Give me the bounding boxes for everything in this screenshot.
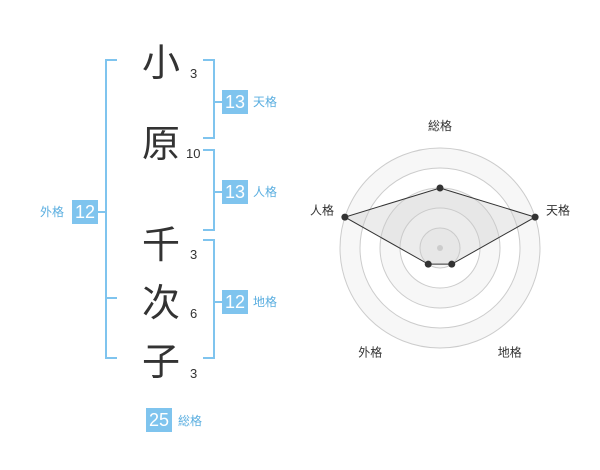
radar-axis-label: 地格: [498, 345, 522, 360]
name-char-1: 小: [142, 41, 181, 85]
stroke-count-5: 3: [190, 366, 198, 381]
tenkaku-label: 天格: [253, 95, 278, 109]
radar-axis-label: 外格: [358, 345, 382, 360]
radar-center-dot: [437, 245, 443, 251]
name-char-2: 原: [142, 122, 181, 166]
gaikaku-label: 外格: [40, 205, 65, 219]
chikaku-bracket: [203, 239, 215, 359]
gaikaku-badge: 12: [72, 200, 98, 224]
name-char-5: 子: [142, 340, 181, 384]
radar-point-5: [341, 213, 349, 221]
soukaku-badge: 25: [146, 408, 172, 432]
tenkaku-badge: 13: [222, 90, 248, 114]
gaikaku-bracket: [105, 59, 117, 359]
stroke-count-1: 3: [190, 66, 198, 81]
radar-axis-label: 人格: [310, 202, 334, 217]
radar-point-2: [531, 213, 539, 221]
name-char-3: 千: [142, 223, 181, 267]
radar-axis-label: 総格: [428, 118, 452, 133]
stroke-count-3: 3: [190, 247, 198, 262]
radar-point-1: [436, 184, 444, 192]
chikaku-label: 地格: [253, 295, 278, 309]
radar-point-4: [424, 260, 432, 268]
stroke-count-2: 10: [186, 146, 201, 161]
jinkaku-label: 人格: [253, 185, 278, 199]
radar-point-3: [448, 260, 456, 268]
jinkaku-badge: 13: [222, 180, 248, 204]
radar-data-polygon: [343, 187, 537, 265]
stroke-count-4: 6: [190, 306, 198, 321]
chikaku-badge: 12: [222, 290, 248, 314]
tenkaku-bracket: [203, 59, 215, 139]
name-char-4: 次: [142, 281, 181, 325]
soukaku-label: 総格: [178, 414, 203, 428]
jinkaku-bracket: [203, 149, 215, 231]
radar-axis-label: 天格: [546, 202, 570, 217]
